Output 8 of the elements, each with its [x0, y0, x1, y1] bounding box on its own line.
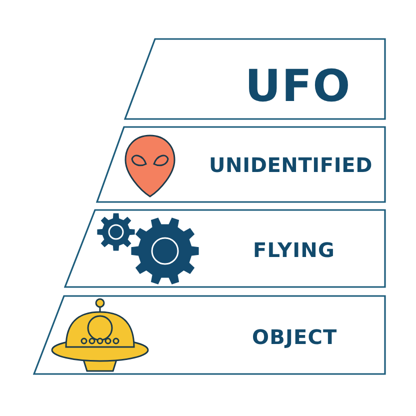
- trapezoid-band: [64, 209, 386, 288]
- trapezoid-band: [124, 38, 386, 120]
- trapezoid-band: [96, 126, 386, 203]
- trapezoid-band: [33, 295, 386, 375]
- acronym-word: UNIDENTIFIED: [209, 155, 372, 176]
- acronym-heading: UFO: [245, 64, 352, 109]
- acronym-word: FLYING: [253, 240, 335, 260]
- acronym-word: OBJECT: [252, 327, 338, 348]
